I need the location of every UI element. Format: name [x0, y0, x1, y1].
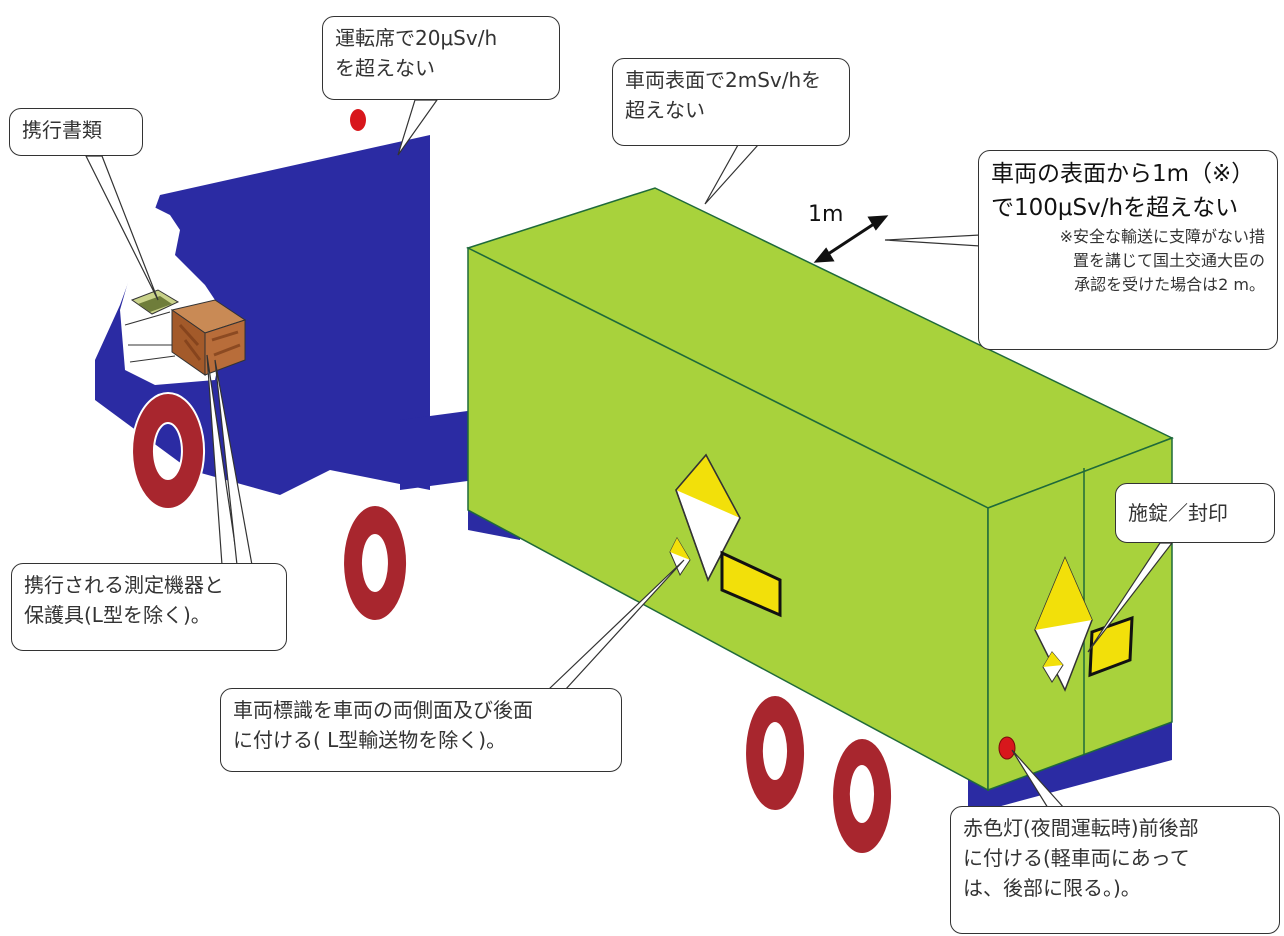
callout-vehicle-surface: 車両表面で2mSv/hを 超えない: [612, 58, 850, 146]
chassis: [400, 410, 475, 490]
callout-one-meter-note-1: ※安全な輸送に支障がない措: [1059, 227, 1265, 246]
tire-front-cab: [131, 392, 205, 510]
callout-one-meter-line-2: で100μSv/hを超えない: [991, 195, 1239, 221]
callout-red-lamp: 赤色灯(夜間運転時)前後部 に付ける(軽車両にあって は、後部に限る。)。: [950, 806, 1280, 934]
vehicle-sign-side: [669, 453, 782, 618]
tire-rear-1: [744, 694, 807, 812]
callout-red-lamp-line-3: は、後部に限る。)。: [963, 876, 1141, 900]
callout-driver-seat-line-1: 運転席で20μSv/h: [335, 26, 498, 50]
trailer-base-rear: [968, 720, 1172, 815]
tires: [131, 392, 894, 855]
callout-vehicle-sign-line-1: 車両標識を車両の両側面及び後面: [233, 698, 533, 722]
callout-lock-seal: 施錠／封印: [1115, 483, 1275, 543]
callout-instruments-line-1: 携行される測定機器と: [24, 573, 224, 597]
callout-vehicle-surface-line-1: 車両表面で2mSv/hを: [625, 68, 822, 92]
callout-red-lamp-line-2: に付ける(軽車両にあって: [963, 846, 1190, 870]
documents-icon: [130, 289, 180, 315]
callout-vehicle-sign-line-2: に付ける( L型輸送物を除く)。: [233, 728, 507, 752]
callout-instruments: 携行される測定機器と 保護具(L型を除く)。: [11, 563, 287, 651]
rear-red-lamp: [998, 736, 1016, 760]
tire-front-axle: [342, 504, 409, 622]
callout-red-lamp-line-1: 赤色灯(夜間運転時)前後部: [963, 816, 1199, 840]
callout-one-meter-note-3: 承認を受けた場合は2 m。: [1074, 275, 1265, 294]
callout-leaders: [85, 99, 1174, 809]
tire-rear-2: [831, 737, 894, 855]
callout-one-meter-note-2: 置を講じて国土交通大臣の: [1072, 251, 1265, 270]
callout-driver-seat-line-2: を超えない: [335, 56, 435, 80]
callout-documents-text: 携行書類: [22, 118, 102, 142]
callout-vehicle-sign: 車両標識を車両の両側面及び後面 に付ける( L型輸送物を除く)。: [220, 688, 622, 772]
roof-lamp: [350, 109, 366, 131]
callout-driver-seat: 運転席で20μSv/h を超えない: [322, 16, 560, 100]
callout-one-meter: 車両の表面から1m（※） で100μSv/hを超えない ※安全な輸送に支障がない…: [978, 150, 1278, 350]
callout-lock-seal-text: 施錠／封印: [1128, 501, 1228, 525]
callout-documents: 携行書類: [9, 108, 143, 156]
callout-one-meter-line-1: 車両の表面から1m（※）: [991, 161, 1255, 187]
callout-vehicle-surface-line-2: 超えない: [625, 98, 705, 122]
distance-label: 1m: [808, 202, 844, 227]
callout-instruments-line-2: 保護具(L型を除く)。: [24, 603, 211, 627]
distance-arrow: [813, 215, 889, 263]
